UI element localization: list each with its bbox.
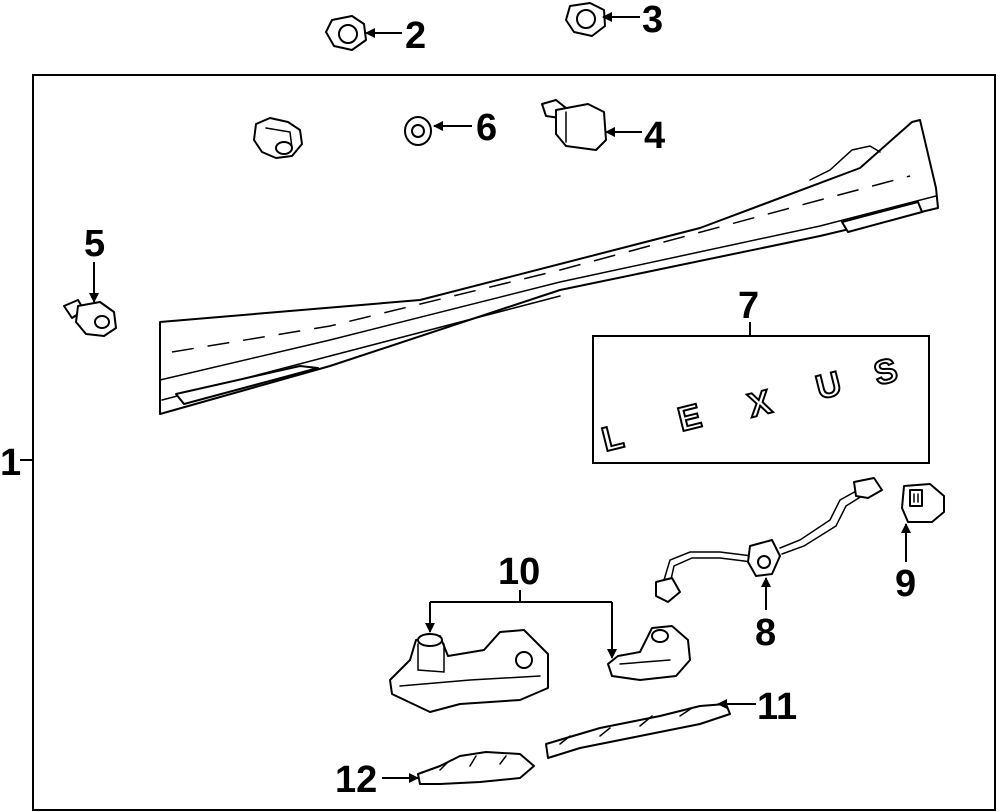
callout-10[interactable]: 10	[498, 551, 540, 593]
rear-garnish-panel[interactable]	[159, 119, 939, 415]
part-12-bracket[interactable]	[417, 751, 535, 785]
assembly-frame	[32, 74, 996, 811]
part-6-washer[interactable]	[404, 116, 432, 146]
part-4-push-clip[interactable]	[541, 99, 607, 151]
emblem-letter-s: S	[870, 351, 901, 393]
callout-9[interactable]: 9	[895, 563, 916, 605]
part-3-clip[interactable]	[565, 2, 606, 37]
part-10-lamp-right[interactable]	[607, 625, 691, 681]
retainer-clip[interactable]	[253, 117, 303, 159]
callout-7[interactable]: 7	[738, 285, 759, 327]
part-9-socket[interactable]	[901, 483, 945, 523]
callout-12[interactable]: 12	[335, 759, 377, 801]
callout-3[interactable]: 3	[642, 0, 663, 41]
callout-4[interactable]: 4	[644, 115, 665, 157]
part-7-emblem[interactable]: L E X U S	[597, 350, 902, 460]
part-5-clip[interactable]	[63, 299, 117, 337]
callout-11[interactable]: 11	[757, 686, 797, 728]
emblem-letter-e: E	[674, 397, 705, 439]
emblem-letter-l: L	[598, 417, 627, 459]
callout-5[interactable]: 5	[84, 223, 105, 265]
emblem-box	[592, 335, 930, 464]
callout-1[interactable]: 1	[0, 442, 21, 484]
callout-8[interactable]: 8	[755, 612, 776, 654]
part-11-bracket[interactable]	[545, 703, 731, 759]
callout-6[interactable]: 6	[476, 107, 497, 149]
emblem-letter-x: X	[744, 383, 776, 425]
part-8-wire-harness[interactable]	[655, 477, 883, 603]
part-2-clip[interactable]	[325, 15, 367, 51]
part-10-lamp-left[interactable]	[389, 629, 549, 713]
callout-10-leader	[430, 590, 612, 603]
emblem-letter-u: U	[812, 364, 845, 407]
callout-2[interactable]: 2	[405, 15, 426, 57]
